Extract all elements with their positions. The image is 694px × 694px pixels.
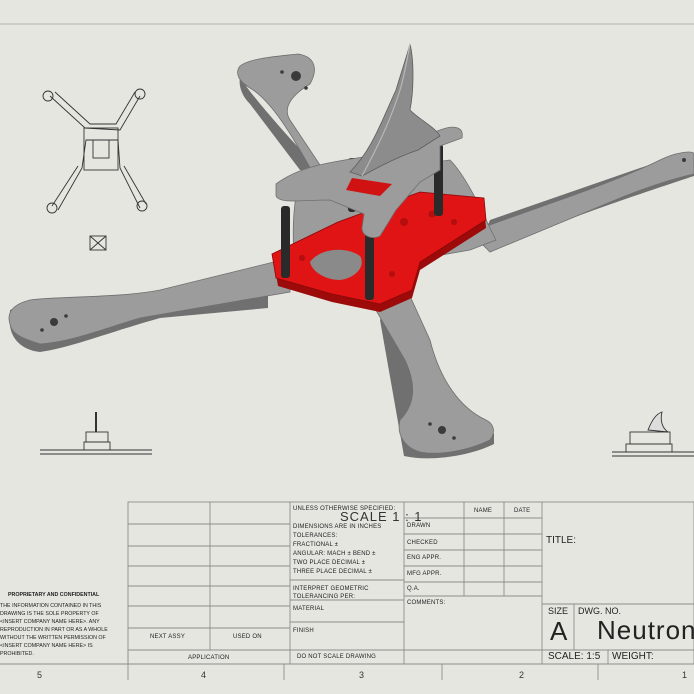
isometric-view xyxy=(8,43,694,459)
drawn-label: DRAWN xyxy=(407,523,431,529)
tolerance-line-3: TOLERANCES: xyxy=(293,533,338,539)
zone-number-5: 5 xyxy=(37,670,43,680)
proprietary-line-3: <INSERT COMPANY NAME HERE>. ANY xyxy=(0,619,100,625)
dwg-no-value: Neutron xyxy=(597,615,694,645)
zone-number-4: 4 xyxy=(201,670,207,680)
proprietary-line-5: WITHOUT THE WRITTEN PERMISSION OF xyxy=(0,635,106,641)
mfg-appr-label: MFG APPR. xyxy=(407,571,442,577)
zone-ticks xyxy=(127,664,599,680)
arm-top xyxy=(237,53,331,187)
zone-number-2: 2 xyxy=(519,670,525,680)
title-label: TITLE: xyxy=(546,535,577,546)
top-view xyxy=(42,88,148,251)
used-on-label: USED ON xyxy=(233,634,262,640)
zone-number-3: 3 xyxy=(359,670,365,680)
tolerance-line-7: THREE PLACE DECIMAL ± xyxy=(293,569,372,575)
name-header: NAME xyxy=(474,508,493,514)
scale-label: SCALE 1 : 1 xyxy=(340,509,423,524)
tolerance-line-2: DIMENSIONS ARE IN INCHES xyxy=(293,524,382,530)
size-value: A xyxy=(550,616,568,646)
material-label: MATERIAL xyxy=(293,606,325,612)
checked-label: CHECKED xyxy=(407,540,438,546)
next-assy-label: NEXT ASSY xyxy=(150,634,186,640)
side-view xyxy=(612,411,694,457)
scale-field: SCALE: 1:5 xyxy=(548,651,601,662)
camera-mount xyxy=(349,43,441,177)
finish-label: FINISH xyxy=(293,628,314,634)
title-block-grid xyxy=(127,501,694,665)
tolerance-line-1: UNLESS OTHERWISE SPECIFIED: xyxy=(293,506,396,512)
arm-right xyxy=(469,151,694,253)
proprietary-line-1: THE INFORMATION CONTAINED IN THIS xyxy=(0,603,102,609)
date-header: DATE xyxy=(514,508,531,514)
dwg-no-label: DWG. NO. xyxy=(578,606,621,616)
eng-appr-label: ENG APPR. xyxy=(407,555,442,561)
proprietary-line-2: DRAWING IS THE SOLE PROPERTY OF xyxy=(0,611,99,617)
interpret-geometric-2: TOLERANCING PER: xyxy=(293,594,356,600)
proprietary-heading: PROPRIETARY AND CONFIDENTIAL xyxy=(8,592,100,598)
size-label: SIZE xyxy=(548,606,569,616)
interpret-geometric-1: INTERPRET GEOMETRIC xyxy=(293,586,369,592)
tolerance-line-5: ANGULAR: MACH ± BEND ± xyxy=(293,551,376,557)
arm-bottom xyxy=(369,295,494,454)
do-not-scale-label: DO NOT SCALE DRAWING xyxy=(297,654,377,660)
tolerance-line-4: FRACTIONAL ± xyxy=(293,542,339,548)
comments-label: COMMENTS: xyxy=(407,600,446,606)
arm-left xyxy=(8,257,291,345)
weight-label: WEIGHT: xyxy=(612,651,654,662)
tolerance-line-6: TWO PLACE DECIMAL ± xyxy=(293,560,366,566)
proprietary-line-4: REPRODUCTION IN PART OR AS A WHOLE xyxy=(0,627,108,633)
qa-label: Q.A. xyxy=(407,586,420,592)
front-view xyxy=(40,412,152,455)
top-plate xyxy=(275,126,463,238)
flight-controller-plate xyxy=(271,191,487,312)
proprietary-line-7: PROHIBITED. xyxy=(0,651,34,657)
application-label: APPLICATION xyxy=(188,655,230,661)
zone-number-1: 1 xyxy=(682,670,688,680)
proprietary-line-6: <INSERT COMPANY NAME HERE> IS xyxy=(0,643,93,649)
